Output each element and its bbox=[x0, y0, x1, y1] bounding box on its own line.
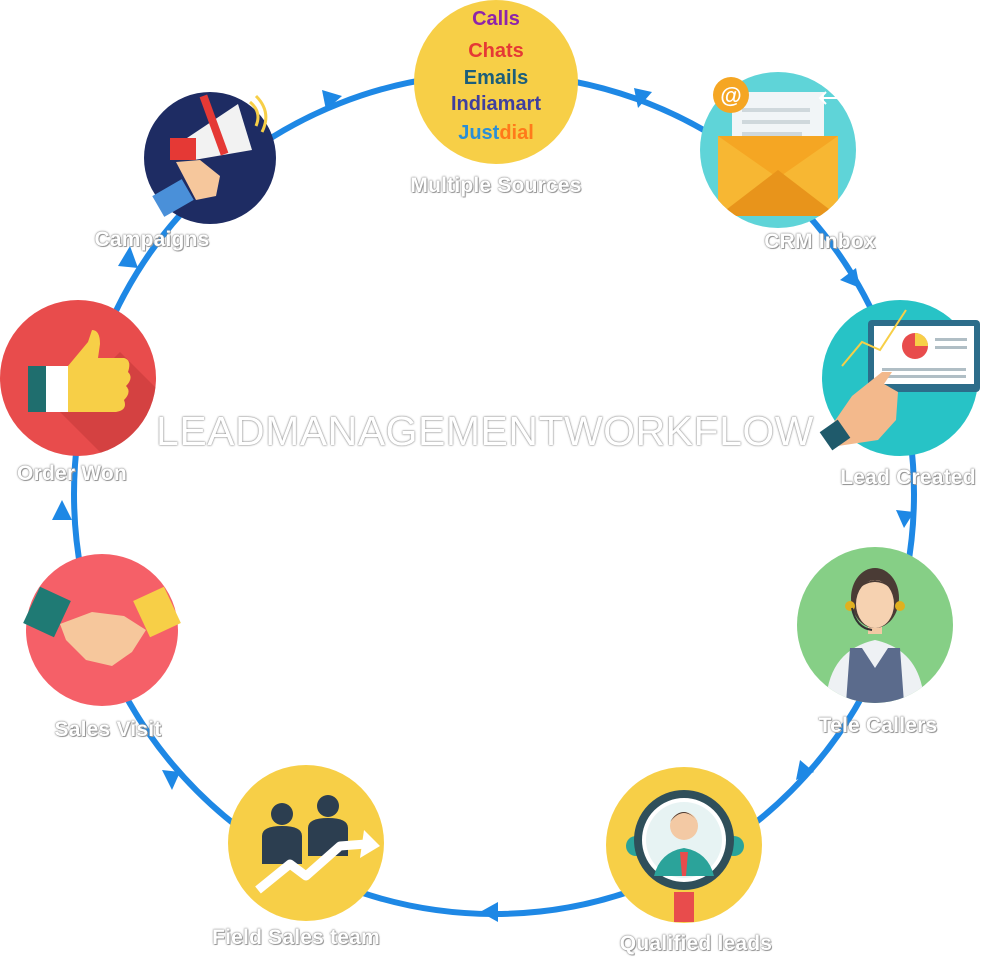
pointing-hand-icon bbox=[830, 372, 898, 446]
source-justdial-part-dial: dial bbox=[499, 122, 534, 144]
source-indiamart: Indiamart bbox=[450, 93, 542, 115]
svg-text:@: @ bbox=[720, 83, 741, 108]
label-campaigns: Campaigns bbox=[94, 228, 210, 251]
node-field-sales-team bbox=[228, 765, 384, 921]
at-sign-icon bbox=[713, 77, 749, 113]
person-icon bbox=[670, 812, 698, 840]
label-field-sales-team: Field Sales team bbox=[212, 926, 380, 949]
arrow-icon bbox=[480, 902, 498, 922]
node-lead-created bbox=[819, 300, 980, 456]
node-campaigns bbox=[144, 92, 276, 224]
arrow-icon bbox=[162, 770, 180, 790]
label-qualified-leads: Qualified leads bbox=[619, 932, 773, 955]
arrow-icon bbox=[840, 268, 860, 288]
diagram-title: LEADMANAGEMENTWORKFLOW bbox=[156, 408, 814, 454]
node-crm-inbox: @ bbox=[700, 72, 856, 228]
source-emails: Emails bbox=[463, 67, 529, 89]
arrow-icon bbox=[118, 246, 138, 268]
source-calls: Calls bbox=[472, 8, 520, 30]
node-order-won bbox=[0, 300, 156, 456]
arrow-icon bbox=[896, 510, 914, 528]
headset-icon bbox=[845, 601, 855, 611]
node-tele-callers bbox=[797, 547, 953, 703]
node-qualified-leads bbox=[606, 767, 762, 923]
label-multiple-sources: Multiple Sources bbox=[410, 174, 582, 197]
source-chats: Chats bbox=[468, 40, 524, 62]
source-justdial: Justdial bbox=[458, 122, 534, 145]
label-order-won: Order Won bbox=[17, 462, 127, 485]
arrow-icon bbox=[52, 500, 72, 520]
label-tele-callers: Tele Callers bbox=[818, 714, 938, 737]
handshake-icon bbox=[60, 612, 146, 666]
source-justdial-part-just: Just bbox=[458, 122, 500, 144]
flow-arrows bbox=[52, 88, 914, 922]
node-multiple-sources bbox=[414, 0, 578, 164]
growth-arrow-icon bbox=[255, 839, 367, 894]
arrow-icon bbox=[322, 90, 342, 110]
reply-arrow-icon bbox=[818, 91, 838, 105]
arrow-icon bbox=[796, 760, 814, 780]
label-lead-created: Lead Created bbox=[840, 466, 976, 489]
label-sales-visit: Sales Visit bbox=[54, 718, 162, 741]
arrow-icon bbox=[634, 88, 652, 108]
thumbs-up-icon bbox=[68, 330, 131, 412]
trend-line-icon bbox=[841, 309, 907, 367]
label-crm-inbox: CRM Inbox bbox=[764, 230, 876, 253]
node-sales-visit bbox=[23, 554, 181, 706]
